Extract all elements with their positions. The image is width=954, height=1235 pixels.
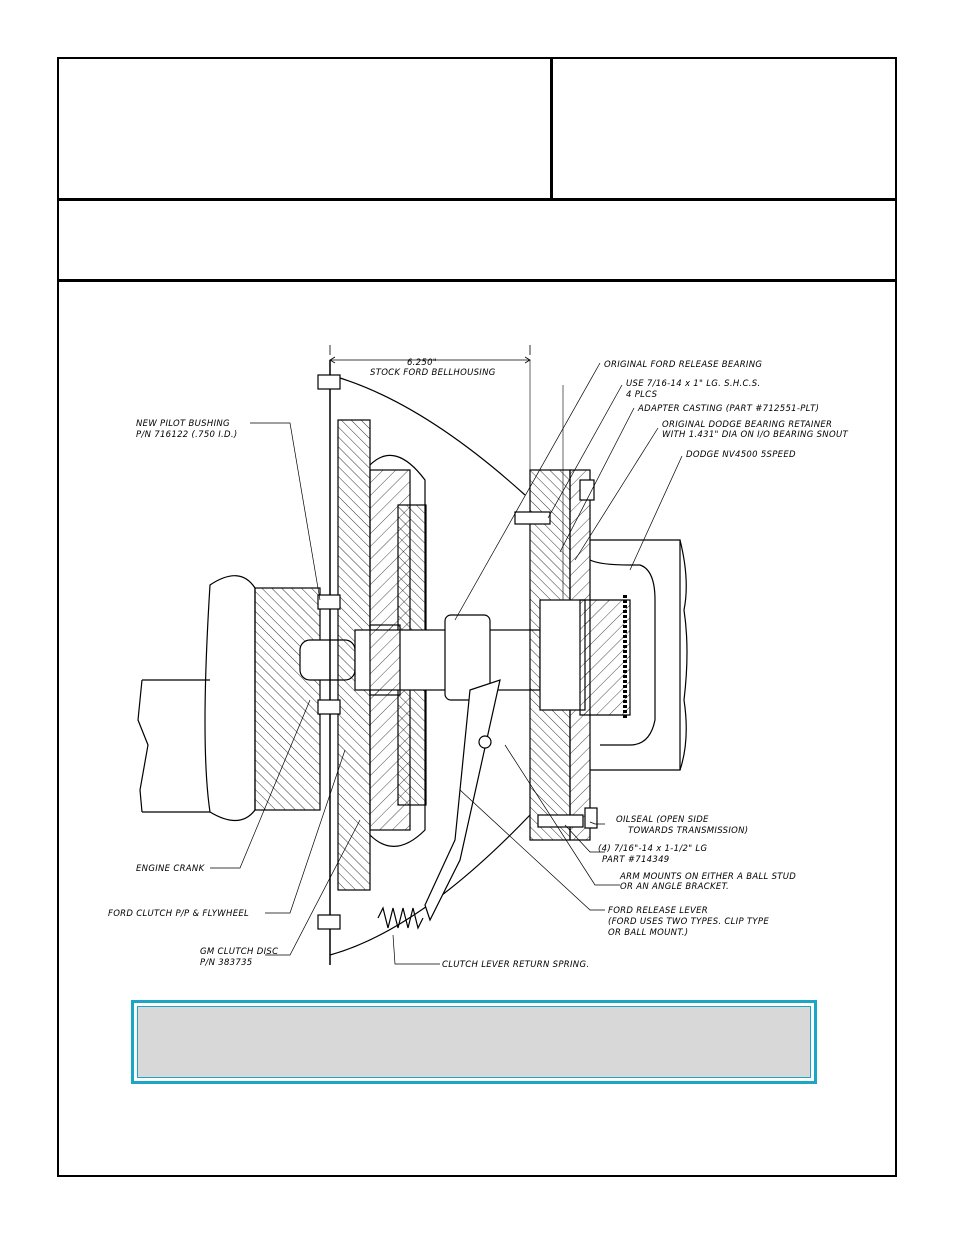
crank-hub bbox=[204, 575, 256, 822]
note-text bbox=[137, 1006, 811, 1078]
label-bolts-line2: PART #714349 bbox=[602, 855, 670, 865]
transmission-case bbox=[590, 539, 681, 771]
label-release-bearing: ORIGINAL FORD RELEASE BEARING bbox=[604, 360, 762, 370]
label-pilot-line2: P/N 716122 (.750 I.D.) bbox=[136, 430, 238, 440]
title-cell-right bbox=[555, 60, 893, 196]
label-shcs-line1: USE 7/16-14 x 1" LG. S.H.C.S. bbox=[626, 379, 760, 389]
note-box bbox=[131, 1000, 817, 1084]
label-oilseal-line1: OILSEAL (OPEN SIDE bbox=[616, 815, 709, 825]
label-spring: CLUTCH LEVER RETURN SPRING. bbox=[442, 960, 589, 970]
label-lever-line1: FORD RELEASE LEVER bbox=[608, 906, 708, 916]
input-gear bbox=[579, 599, 631, 716]
clutch-assembly-drawing: 6.250" STOCK FORD BELLHOUSING ORIGINAL F… bbox=[108, 345, 848, 970]
dimension-label: 6.250" bbox=[407, 358, 437, 368]
crank-flange bbox=[254, 587, 321, 811]
header-rule bbox=[57, 198, 897, 201]
crank-shaft bbox=[142, 679, 210, 813]
bellhousing-top bbox=[329, 374, 526, 496]
label-stock-bellhousing: STOCK FORD BELLHOUSING bbox=[370, 368, 496, 378]
drawing-labels: 6.250" STOCK FORD BELLHOUSING ORIGINAL F… bbox=[108, 358, 848, 970]
label-retainer-line2: WITH 1.431" DIA ON I/O BEARING SNOUT bbox=[662, 430, 848, 440]
header-divider bbox=[550, 57, 553, 200]
label-disc-line1: GM CLUTCH DISC bbox=[200, 947, 278, 957]
release-bearing bbox=[444, 614, 491, 701]
label-arm-line2: OR AN ANGLE BRACKET. bbox=[620, 882, 729, 892]
label-lever-line3: OR BALL MOUNT.) bbox=[608, 928, 688, 938]
label-disc-line2: P/N 383735 bbox=[200, 958, 253, 968]
dimension-line bbox=[329, 345, 531, 361]
title-cell-left bbox=[60, 60, 548, 196]
label-transmission: DODGE NV4500 5SPEED bbox=[686, 450, 796, 460]
subtitle-rule bbox=[57, 279, 897, 282]
label-bolts-line1: (4) 7/16"-14 x 1-1/2" LG bbox=[598, 844, 707, 854]
label-arm-line1: ARM MOUNTS ON EITHER A BALL STUD bbox=[619, 872, 796, 882]
label-oilseal-line2: TOWARDS TRANSMISSION) bbox=[628, 826, 748, 836]
bolt bbox=[317, 374, 341, 390]
spline-hub bbox=[369, 624, 401, 696]
release-lever bbox=[424, 679, 501, 922]
drawing-geometry bbox=[137, 345, 688, 965]
leader-lines bbox=[210, 362, 683, 965]
label-shcs-line2: 4 PLCS bbox=[626, 390, 658, 400]
label-flywheel: FORD CLUTCH P/P & FLYWHEEL bbox=[108, 909, 249, 919]
label-retainer-line1: ORIGINAL DODGE BEARING RETAINER bbox=[662, 420, 832, 430]
return-spring bbox=[377, 906, 424, 930]
label-lever-line2: (FORD USES TWO TYPES. CLIP TYPE bbox=[608, 917, 769, 927]
bearing-retainer bbox=[539, 599, 586, 711]
bellhousing-bottom bbox=[329, 814, 531, 956]
page-frame bbox=[57, 57, 897, 1177]
label-pilot-line1: NEW PILOT BUSHING bbox=[136, 419, 230, 429]
label-adapter: ADAPTER CASTING (PART #712551-PLT) bbox=[637, 404, 819, 414]
subtitle-cell bbox=[60, 203, 894, 277]
label-crank: ENGINE CRANK bbox=[136, 864, 206, 874]
